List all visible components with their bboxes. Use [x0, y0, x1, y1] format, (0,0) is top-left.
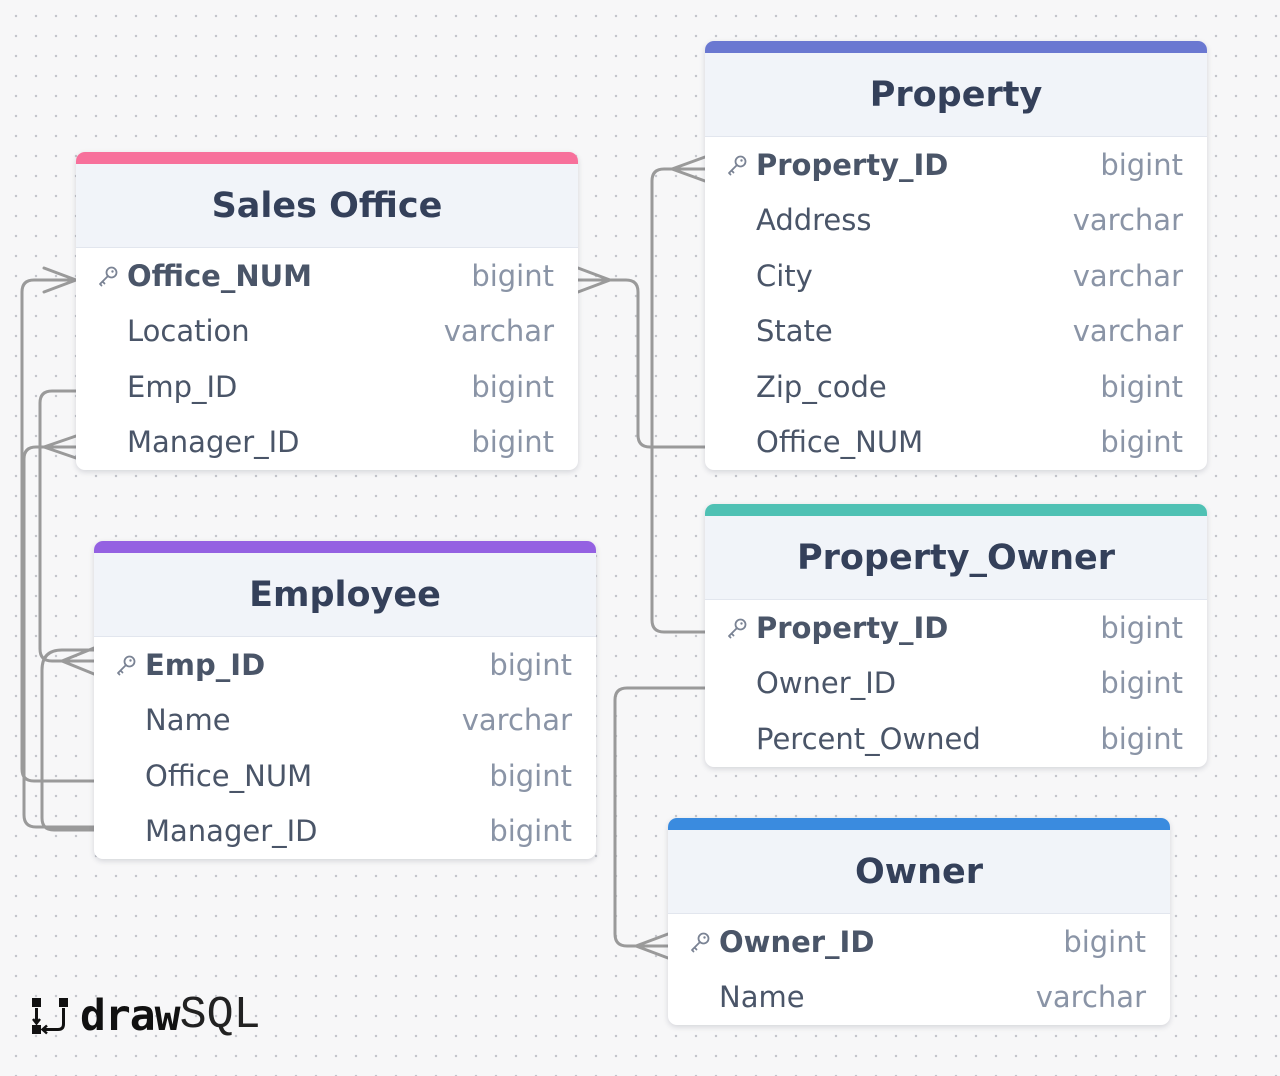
column-type: varchar [461, 703, 572, 738]
drawsql-wordmark-sql: SQL [179, 990, 261, 1041]
column-name: Property_ID [756, 610, 949, 645]
table-title[interactable]: Employee [94, 553, 596, 637]
column-name: Manager_ID [145, 814, 318, 849]
column-type: bigint [1100, 147, 1183, 182]
crowfoot-office-num [42, 266, 78, 294]
column-row[interactable]: Name varchar [94, 693, 596, 749]
column-type: bigint [489, 647, 572, 682]
column-type: varchar [1035, 980, 1146, 1015]
crowfoot-emp-id [60, 646, 96, 676]
table-color-bar [76, 152, 578, 164]
column-row[interactable]: Manager_ID bigint [76, 415, 578, 471]
column-type: varchar [1072, 314, 1183, 349]
column-row[interactable]: Location varchar [76, 304, 578, 360]
column-type: bigint [1100, 610, 1183, 645]
column-name: Office_NUM [145, 758, 313, 793]
column-row[interactable]: Office_NUM bigint [76, 248, 578, 304]
column-name: Manager_ID [127, 425, 300, 460]
column-row[interactable]: Office_NUM bigint [94, 748, 596, 804]
column-type: varchar [1072, 203, 1183, 238]
table-color-bar [705, 41, 1207, 53]
column-type: varchar [443, 314, 554, 349]
column-row[interactable]: Name varchar [668, 970, 1170, 1026]
crowfoot-manager [42, 434, 78, 460]
column-name: Emp_ID [127, 369, 238, 404]
column-row[interactable]: City varchar [705, 248, 1207, 304]
primary-key-icon [114, 653, 138, 677]
link-manager-employee [22, 445, 96, 829]
column-type: bigint [1100, 721, 1183, 756]
column-type: bigint [1100, 666, 1183, 701]
crowfoot-property-id [670, 155, 707, 183]
column-row[interactable]: Office_NUM bigint [705, 415, 1207, 471]
table-title[interactable]: Property_Owner [705, 516, 1207, 600]
primary-key-icon [725, 616, 749, 640]
table-color-bar [705, 504, 1207, 516]
column-type: bigint [471, 425, 554, 460]
column-name: Owner_ID [719, 924, 875, 959]
column-row[interactable]: Owner_ID bigint [668, 914, 1170, 970]
crowfoot-owner-id [634, 932, 670, 960]
column-row[interactable]: Address varchar [705, 193, 1207, 249]
column-type: bigint [471, 369, 554, 404]
column-name: Property_ID [756, 147, 949, 182]
column-row[interactable]: Zip_code bigint [705, 359, 1207, 415]
column-name: Address [756, 203, 872, 238]
column-row[interactable]: Property_ID bigint [705, 137, 1207, 193]
drawsql-wordmark-draw: draw [80, 990, 181, 1041]
column-name: City [756, 258, 813, 293]
table-color-bar [94, 541, 596, 553]
table-title[interactable]: Sales Office [76, 164, 578, 248]
column-row[interactable]: Manager_ID bigint [94, 804, 596, 860]
column-name: Office_NUM [756, 425, 924, 460]
column-name: Emp_ID [145, 647, 266, 682]
column-name: Location [127, 314, 250, 349]
column-name: Percent_Owned [756, 721, 981, 756]
column-name: Office_NUM [127, 258, 313, 293]
column-name: Owner_ID [756, 666, 897, 701]
column-type: varchar [1072, 258, 1183, 293]
column-row[interactable]: Percent_Owned bigint [705, 711, 1207, 767]
link-employee-self [40, 648, 96, 832]
table-color-bar [668, 818, 1170, 830]
column-name: Name [719, 980, 805, 1015]
primary-key-icon [725, 153, 749, 177]
table-title[interactable]: Property [705, 53, 1207, 137]
column-name: State [756, 314, 833, 349]
drawsql-logo-icon [32, 997, 68, 1034]
column-row[interactable]: Emp_ID bigint [76, 359, 578, 415]
primary-key-icon [96, 264, 120, 288]
crowfoot-office-right [576, 266, 612, 294]
table-title[interactable]: Owner [668, 830, 1170, 914]
column-type: bigint [489, 814, 572, 849]
column-type: bigint [1100, 369, 1183, 404]
link-office-property [576, 278, 707, 449]
column-row[interactable]: Owner_ID bigint [705, 656, 1207, 712]
column-row[interactable]: Emp_ID bigint [94, 637, 596, 693]
link-property-owner [650, 167, 707, 634]
column-name: Zip_code [756, 369, 887, 404]
column-type: bigint [1100, 425, 1183, 460]
column-type: bigint [489, 758, 572, 793]
column-type: bigint [471, 258, 554, 293]
column-row[interactable]: State varchar [705, 304, 1207, 360]
column-row[interactable]: Property_ID bigint [705, 600, 1207, 656]
column-name: Name [145, 703, 231, 738]
primary-key-icon [688, 930, 712, 954]
column-type: bigint [1063, 924, 1146, 959]
